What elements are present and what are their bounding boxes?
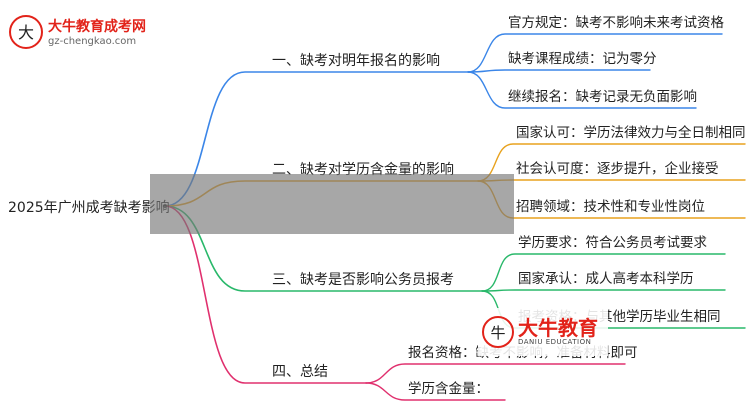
- watermark-logo: 牛 大牛教育 DANIU EDUCATION: [478, 308, 608, 356]
- bull-logo-icon: 大: [9, 15, 43, 49]
- watermark-subtitle: DANIU EDUCATION: [518, 338, 592, 346]
- leaf-4-1-connector: [365, 363, 626, 384]
- leaf-3-1: 学历要求：符合公务员考试要求: [518, 235, 707, 251]
- leaf-2-1: 国家认可：学历法律效力与全日制相同: [516, 125, 746, 141]
- branch-4-label: 四、总结: [272, 364, 328, 380]
- leaf-3-2-connector: [481, 289, 726, 292]
- svg-text:大: 大: [18, 23, 34, 42]
- leaf-4-2: 学历含金量：: [408, 381, 489, 397]
- watermark-name: 大牛教育: [518, 316, 598, 340]
- leaf-2-3: 招聘领域：技术性和专业性岗位: [516, 199, 705, 215]
- branch-1-label: 一、缺考对明年报名的影响: [272, 53, 440, 69]
- leaf-1-3: 继续报名：缺考记录无负面影响: [508, 89, 697, 105]
- leaf-3-1-connector: [481, 253, 726, 292]
- gray-overlay-band: [150, 174, 514, 234]
- leaf-1-1-connector: [467, 33, 723, 73]
- leaf-1-2: 缺考课程成绩：记为零分: [508, 51, 657, 67]
- root-node: 2025年广州成考缺考影响: [8, 200, 170, 216]
- leaf-3-2: 国家承认：成人高考本科学历: [518, 271, 694, 287]
- leaf-2-2-connector: [477, 179, 746, 182]
- leaf-1-1: 官方规定：缺考不影响未来考试资格: [508, 15, 724, 31]
- svg-text:牛: 牛: [490, 324, 505, 342]
- leaf-1-2-connector: [467, 69, 651, 73]
- site-logo: 大 大牛教育成考网 gz-chengkao.com: [8, 14, 168, 54]
- logo-name: 大牛教育成考网: [48, 19, 146, 35]
- bull-logo-icon: 牛: [482, 316, 514, 348]
- leaf-2-2: 社会认可度：逐步提升，企业接受: [516, 161, 719, 177]
- leaf-1-3-connector: [467, 71, 697, 109]
- logo-url: gz-chengkao.com: [48, 36, 137, 47]
- branch-3-label: 三、缺考是否影响公务员报考: [272, 272, 454, 288]
- leaf-4-2-connector: [365, 382, 506, 401]
